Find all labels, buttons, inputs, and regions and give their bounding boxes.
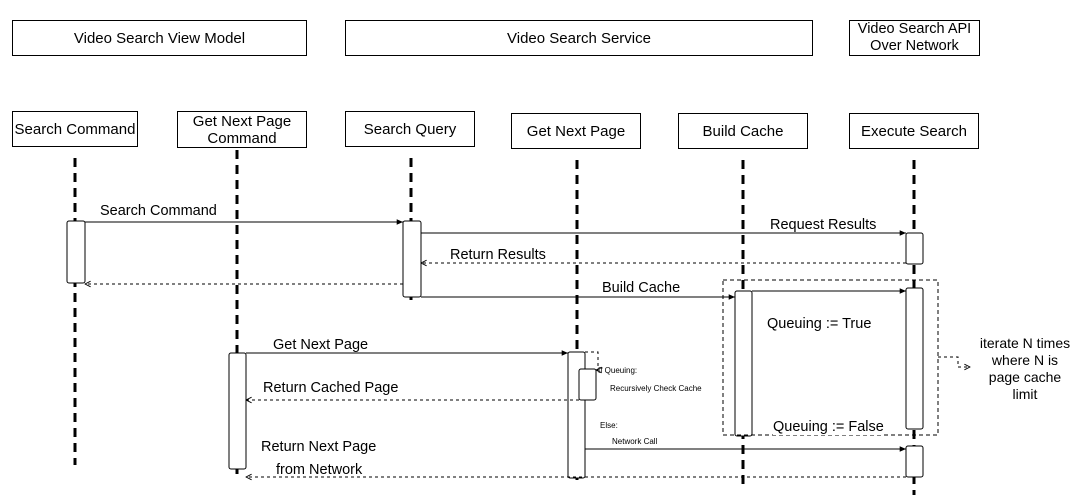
activation-build-cache bbox=[734, 290, 753, 437]
group-service: Video Search Service bbox=[345, 20, 813, 56]
loop-note: iterate N times where N is page cache li… bbox=[972, 335, 1078, 403]
cond-if-queuing: If Queuing: bbox=[598, 366, 638, 375]
group-api: Video Search API Over Network bbox=[849, 20, 980, 56]
msg-network-call-label: Network Call bbox=[612, 437, 658, 446]
lifeline-header-get-next-page-label: Get Next Page bbox=[526, 122, 626, 140]
activation-recursive-check bbox=[578, 368, 597, 401]
lifeline-header-get-next-page: Get Next Page bbox=[511, 113, 641, 149]
loop-iterate-arrow bbox=[938, 356, 970, 367]
activation-execute-search-2 bbox=[905, 287, 924, 430]
activation-execute-search-1 bbox=[905, 232, 924, 265]
msg-return-results-label: Return Results bbox=[450, 247, 546, 263]
loop-note-line4: limit bbox=[1012, 386, 1038, 402]
msg-return-next-page-label-line1: Return Next Page bbox=[261, 439, 377, 455]
loop-note-line1: iterate N times bbox=[979, 335, 1071, 351]
msg-return-cached-page-label: Return Cached Page bbox=[263, 380, 399, 396]
state-queuing-false: Queuing := False bbox=[773, 419, 884, 435]
msg-get-next-page-label: Get Next Page bbox=[273, 337, 369, 353]
lifeline-header-build-cache: Build Cache bbox=[678, 113, 808, 149]
msg-build-cache-label: Build Cache bbox=[602, 280, 681, 296]
msg-search-command-label: Search Command bbox=[100, 203, 217, 219]
lifeline-header-get-next-page-command: Get Next Page Command bbox=[177, 111, 307, 148]
group-view-model: Video Search View Model bbox=[12, 20, 307, 56]
lifeline-header-execute-search: Execute Search bbox=[849, 113, 979, 149]
loop-frame bbox=[722, 279, 939, 436]
lifeline-header-gnpc-label-line1: Get Next Page bbox=[192, 112, 292, 130]
loop-note-line2: where N is bbox=[991, 352, 1059, 368]
msg-return-next-page-label-line2: from Network bbox=[276, 462, 363, 478]
lifeline-header-search-command: Search Command bbox=[12, 111, 138, 147]
group-api-label-line1: Video Search API bbox=[857, 21, 972, 37]
group-api-label-line2: Over Network bbox=[870, 38, 959, 54]
lifeline-header-build-cache-label: Build Cache bbox=[702, 122, 784, 140]
activation-get-next-page-command bbox=[228, 352, 247, 470]
group-view-model-label: Video Search View Model bbox=[73, 29, 246, 47]
group-service-label: Video Search Service bbox=[507, 29, 651, 47]
msg-request-results-label: Request Results bbox=[770, 217, 877, 233]
lifeline-header-gnpc-label-line2: Command bbox=[207, 129, 277, 147]
lifeline-header-execute-search-label: Execute Search bbox=[861, 122, 967, 140]
loop-note-line3: page cache bbox=[988, 369, 1062, 385]
activation-search-command bbox=[66, 220, 86, 284]
lifeline-header-search-query-label: Search Query bbox=[363, 120, 457, 138]
state-queuing-true: Queuing := True bbox=[767, 316, 872, 332]
lifeline-header-search-query: Search Query bbox=[345, 111, 475, 147]
activation-execute-search-3 bbox=[905, 445, 924, 478]
activation-search-query bbox=[402, 220, 422, 298]
cond-else: Else: bbox=[600, 421, 618, 430]
lifeline-header-search-command-label: Search Command bbox=[14, 120, 136, 138]
cond-recursively-check-cache: Recursively Check Cache bbox=[610, 384, 702, 393]
self-call-arrow bbox=[585, 351, 598, 370]
